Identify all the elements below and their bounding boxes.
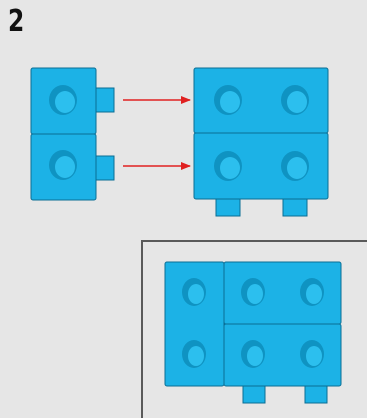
hole — [214, 151, 242, 181]
peg — [215, 197, 241, 217]
hole — [241, 340, 265, 368]
result-assembly — [164, 261, 342, 404]
peg — [282, 197, 308, 217]
cube-column — [164, 261, 225, 387]
hole — [281, 85, 309, 115]
insertion-arrows — [123, 96, 191, 170]
hole — [241, 278, 265, 306]
hole — [300, 278, 324, 306]
left-part — [30, 67, 115, 201]
peg — [304, 384, 328, 404]
right-part — [193, 67, 329, 217]
peg — [95, 87, 115, 113]
hole — [49, 85, 77, 115]
peg — [95, 155, 115, 181]
step-number: 2 — [8, 4, 24, 39]
hole — [214, 85, 242, 115]
cube-row — [193, 132, 329, 200]
result-frame — [141, 240, 367, 418]
hole — [49, 150, 77, 180]
hole — [300, 340, 324, 368]
peg — [242, 384, 266, 404]
cube-row — [223, 323, 342, 387]
hole — [281, 151, 309, 181]
hole — [182, 278, 206, 306]
hole — [182, 340, 206, 368]
